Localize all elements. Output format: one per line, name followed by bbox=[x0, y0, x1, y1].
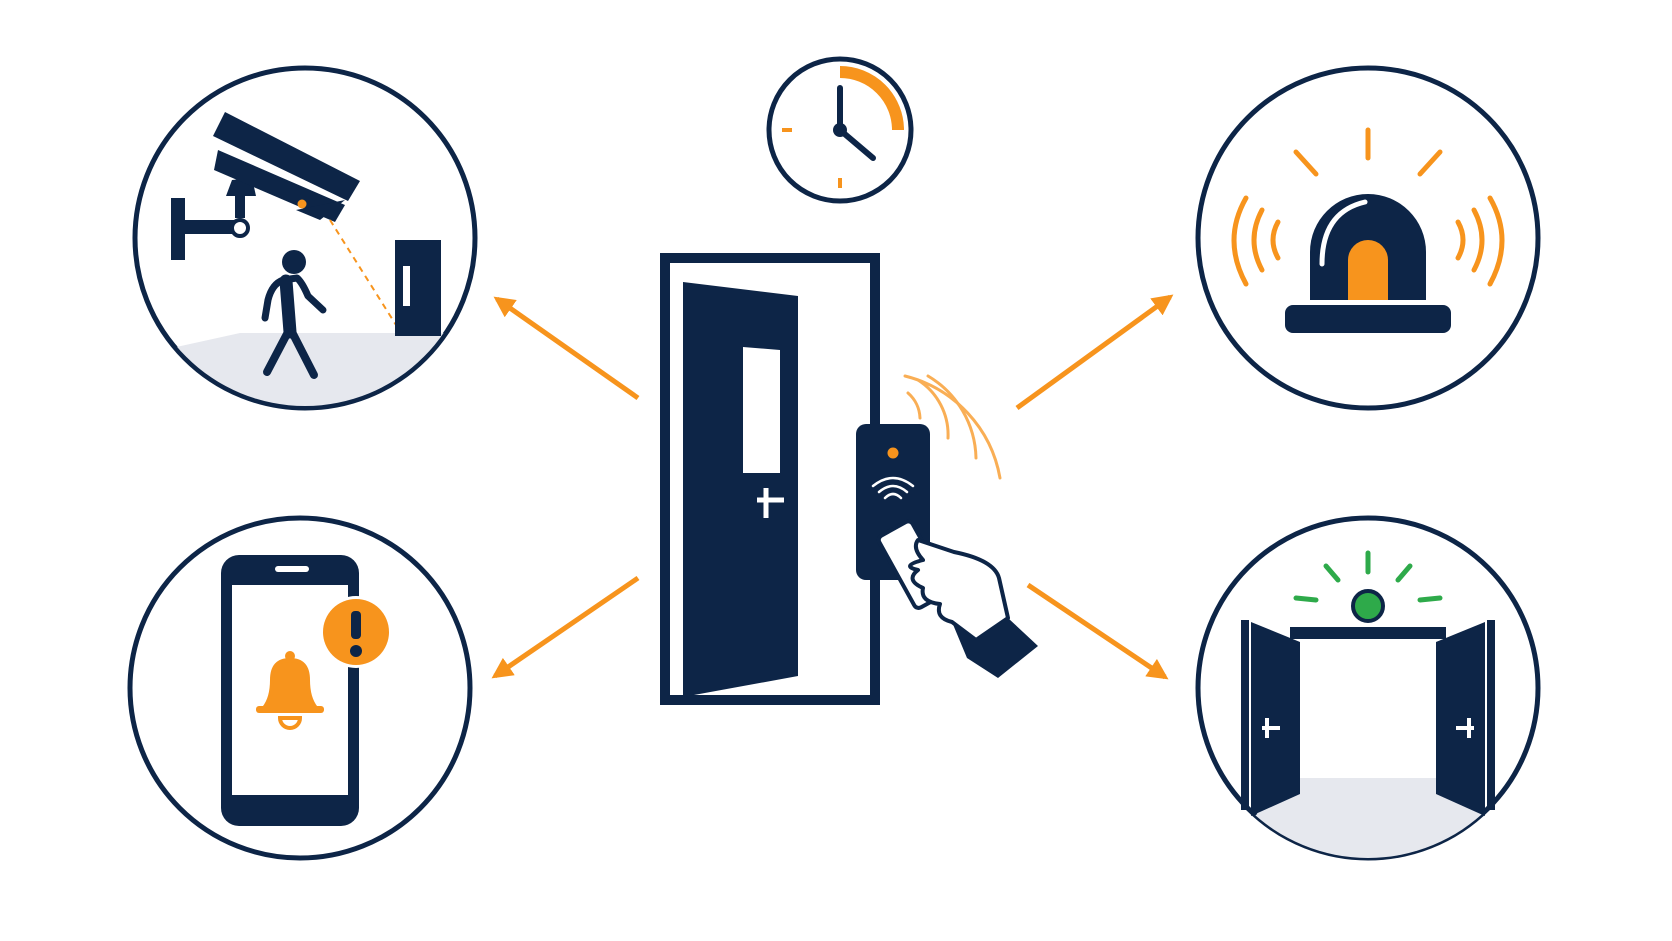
small-door-icon bbox=[395, 240, 441, 336]
alarm-node bbox=[1195, 65, 1541, 411]
hand-with-card-icon bbox=[876, 519, 1038, 678]
alarm-beacon-icon bbox=[1231, 127, 1505, 333]
status-light-icon bbox=[1293, 550, 1443, 623]
smartphone-alert-icon bbox=[221, 555, 392, 826]
camera-beam bbox=[329, 219, 397, 326]
nfc-signal-icon bbox=[903, 374, 1002, 480]
clock-icon bbox=[766, 56, 914, 204]
arrow-to-auto-door bbox=[1026, 582, 1169, 680]
automatic-door-icon bbox=[1241, 550, 1495, 816]
mobile-alert-node bbox=[127, 515, 473, 861]
bell-icon bbox=[256, 651, 324, 730]
surveillance-node bbox=[132, 65, 478, 411]
arrow-to-mobile-alert bbox=[491, 575, 640, 679]
arrow-to-alarm bbox=[1015, 294, 1174, 411]
security-camera-icon bbox=[171, 112, 360, 260]
alert-badge-icon bbox=[320, 596, 392, 668]
main-door bbox=[660, 253, 880, 705]
auto-door-node bbox=[1195, 515, 1541, 861]
arrow-to-surveillance bbox=[493, 296, 640, 401]
walking-person-icon bbox=[261, 250, 327, 379]
